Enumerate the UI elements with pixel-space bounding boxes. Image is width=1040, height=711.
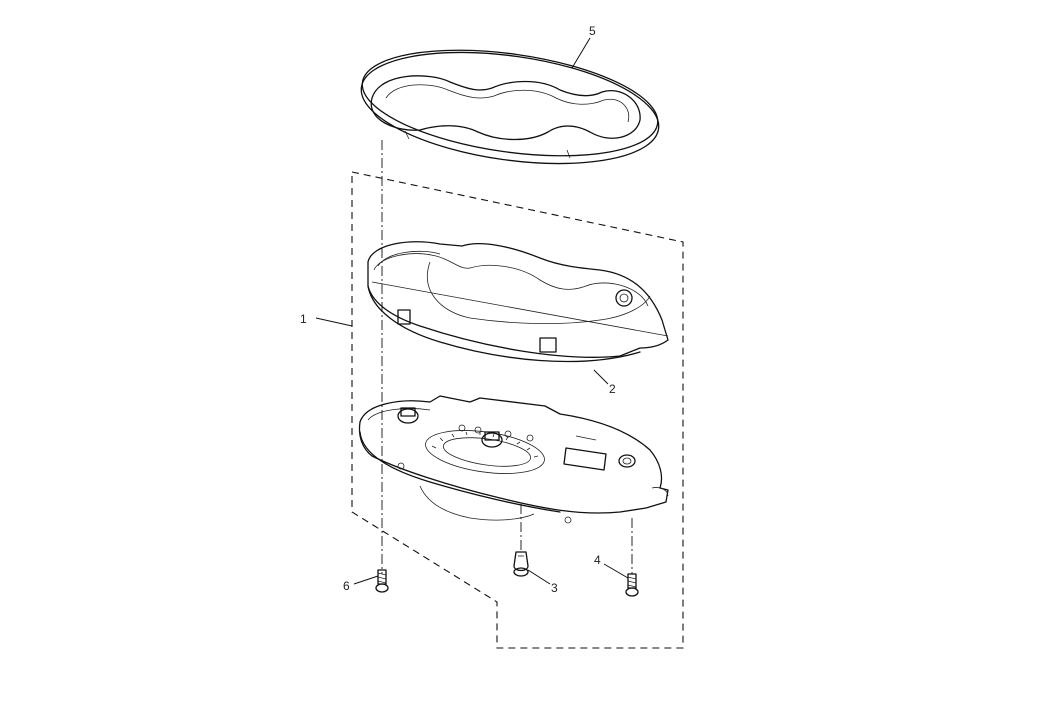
part-1-meter-panel xyxy=(358,395,669,524)
leader-3 xyxy=(527,569,551,585)
part-2-upper-housing xyxy=(367,241,669,363)
part-6-screw xyxy=(375,569,389,593)
callout-2: 2 xyxy=(609,382,616,396)
callout-3: 3 xyxy=(551,581,558,595)
callout-5: 5 xyxy=(589,24,596,38)
part-3-socket xyxy=(513,551,529,577)
part-5-bezel-ring xyxy=(360,49,660,165)
callout-6: 6 xyxy=(343,579,350,593)
leader-2 xyxy=(593,369,609,385)
callout-4: 4 xyxy=(594,553,601,567)
leader-5 xyxy=(571,37,591,69)
part-4-screw xyxy=(625,573,639,597)
callout-1: 1 xyxy=(300,312,307,326)
leader-6 xyxy=(353,575,379,585)
assembly-group-boundary xyxy=(351,171,684,649)
leader-4 xyxy=(603,563,629,579)
leader-1 xyxy=(315,317,353,327)
dial-ticks xyxy=(431,431,539,458)
